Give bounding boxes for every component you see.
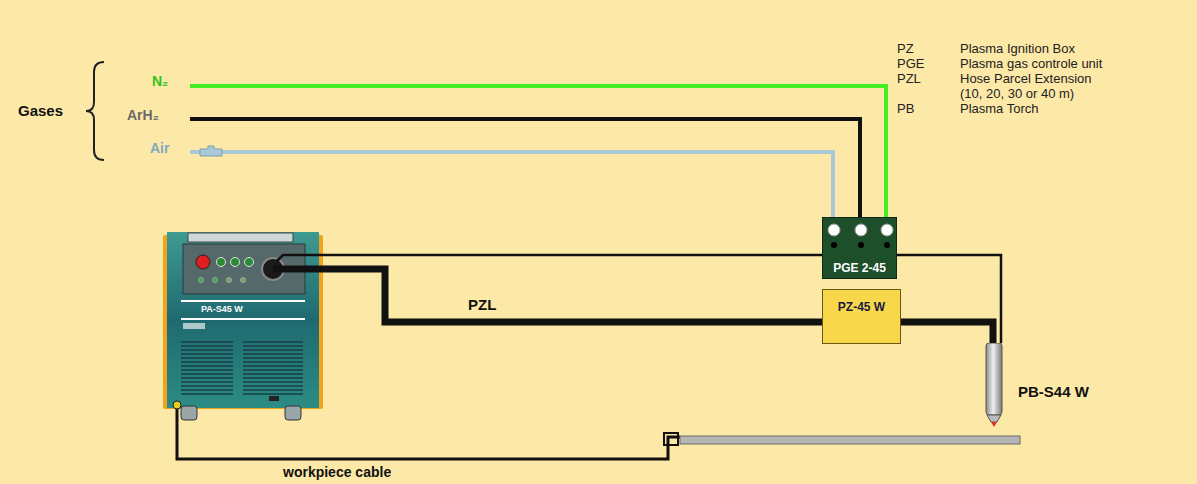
clamp xyxy=(664,433,678,445)
abbreviation-meaning: Plasma gas controle unit xyxy=(960,56,1102,71)
ignition-box: PZ-45 W xyxy=(822,289,901,344)
gas-name: ArH₂ xyxy=(127,108,159,123)
cable-label: PZL xyxy=(468,296,496,313)
group-label: Gases xyxy=(18,103,63,118)
machine-drawing xyxy=(163,232,323,422)
abbreviation-meaning: Plasma Ignition Box xyxy=(960,41,1075,56)
cable xyxy=(897,255,1001,343)
torch-drawing xyxy=(984,343,1004,428)
brace xyxy=(86,62,104,160)
abbreviation: PGE xyxy=(897,56,924,71)
n2-line xyxy=(190,86,886,218)
gas-ports xyxy=(823,218,898,252)
gas-name: N₂ xyxy=(152,74,168,89)
cable xyxy=(323,269,822,322)
torch-name: PB-S44 W xyxy=(1018,383,1089,400)
abbreviation-meaning: Plasma Torch xyxy=(960,101,1039,116)
plasma-power-source: PA-S45 W xyxy=(163,232,323,422)
abbreviation: PB xyxy=(897,101,914,116)
cable xyxy=(323,254,822,257)
workpiece xyxy=(680,436,1020,444)
air-line xyxy=(190,152,833,218)
gas-name: Air xyxy=(150,141,169,156)
workpiece-cable xyxy=(177,405,680,459)
gas-control-unit: PGE 2-45 xyxy=(822,217,897,279)
abbreviation: PZL xyxy=(897,71,921,86)
cable xyxy=(901,322,993,343)
abbreviation-meaning: Hose Parcel Extension (10, 20, 30 or 40 … xyxy=(960,71,1110,101)
abbreviation: PZ xyxy=(897,41,914,56)
unit-name: PGE 2-45 xyxy=(833,262,886,276)
arh2-line xyxy=(190,119,860,218)
machine-name: PA-S45 W xyxy=(201,304,243,314)
air-coupling xyxy=(200,146,222,156)
cable-label: workpiece cable xyxy=(283,465,391,480)
unit-name: PZ-45 W xyxy=(838,301,885,315)
plasma-torch: PB-S44 W xyxy=(984,343,1004,428)
